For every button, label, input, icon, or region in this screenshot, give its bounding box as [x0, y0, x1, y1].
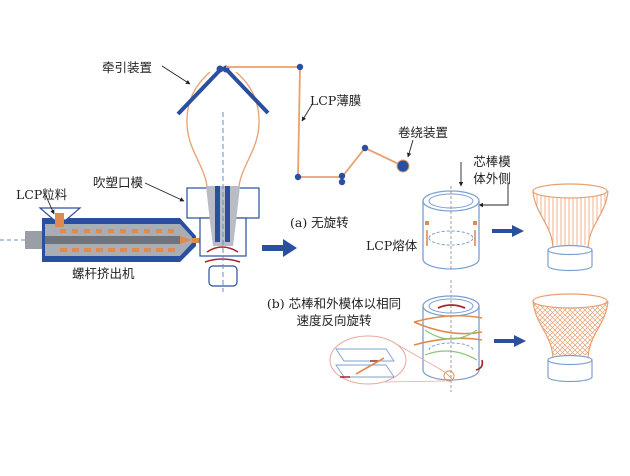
label-case-a: (a) 无旋转: [290, 215, 349, 230]
arrow-a: [492, 225, 524, 237]
arrow-main: [262, 239, 297, 257]
label-case-b-line1: (b) 芯棒和外模体以相同: [266, 296, 402, 311]
mandrel-cylinder-b: [413, 280, 484, 392]
process-arrows: [262, 225, 526, 347]
blow-die: [186, 112, 260, 292]
label-blow-die: 吹塑口模: [93, 175, 144, 190]
detail-magnifier: [329, 335, 446, 385]
label-haul-off: 牵引装置: [102, 60, 153, 75]
screw-extruder: [0, 207, 206, 262]
winding-roll: [396, 159, 410, 173]
label-winding: 卷绕装置: [398, 125, 449, 140]
label-lcp-film: LCP薄膜: [310, 93, 362, 108]
film-result-a: [532, 183, 609, 272]
label-case-b-line2: 速度反向旋转: [296, 313, 372, 328]
arrow-b: [494, 335, 526, 347]
label-mandrel-line1: 芯棒模: [473, 154, 511, 169]
label-mandrel-outside: 芯棒模 体外侧: [464, 153, 520, 187]
film-result-b: [532, 293, 609, 383]
haul-off-device: [176, 65, 270, 116]
label-lcp-pellets: LCP粒料: [16, 187, 68, 202]
label-case-b: (b) 芯棒和外模体以相同 速度反向旋转: [244, 295, 424, 329]
label-extruder: 螺杆挤出机: [72, 266, 135, 281]
hopper: [38, 207, 82, 227]
film-path: [226, 63, 410, 186]
screw-flights: [60, 229, 206, 252]
mandrel-cylinder-a: [422, 186, 480, 270]
label-mandrel-line2: 体外侧: [473, 171, 511, 186]
film-bubble: [186, 71, 260, 187]
leader-lines: [45, 65, 509, 215]
label-lcp-melt: LCP熔体: [366, 238, 418, 253]
